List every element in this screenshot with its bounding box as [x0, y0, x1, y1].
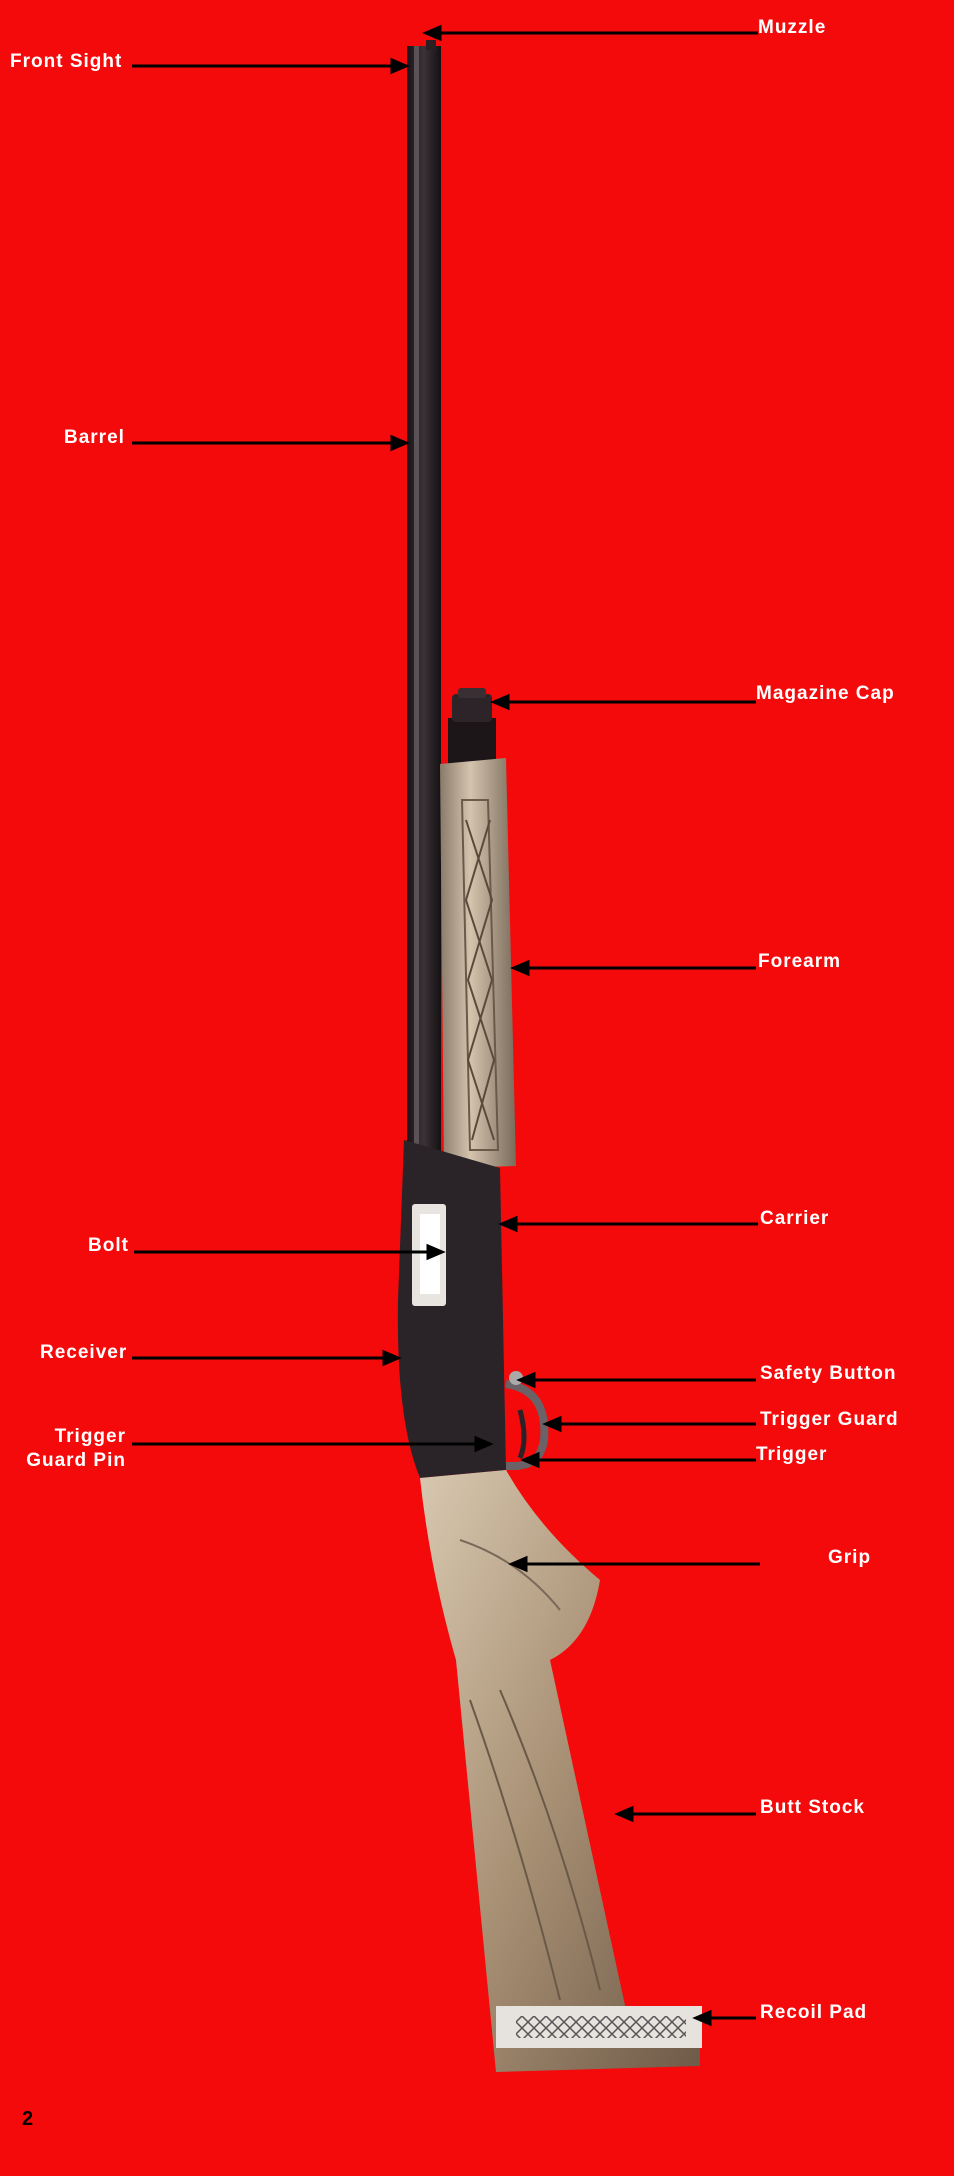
barrel-shape: [407, 40, 441, 1166]
label-trigger-guard-pin: Trigger Guard Pin: [20, 1425, 126, 1473]
label-trigger-guard-pin-line2: Guard Pin: [26, 1450, 126, 1471]
label-trigger-guard-pin-line1: Trigger: [54, 1426, 126, 1447]
label-recoil-pad: Recoil Pad: [760, 2002, 868, 2023]
trigger-guard-shape: [505, 1371, 549, 1470]
label-magazine-cap: Magazine Cap: [756, 683, 895, 704]
label-trigger-guard: Trigger Guard: [760, 1409, 899, 1430]
forearm-shape: [440, 758, 516, 1168]
label-butt-stock: Butt Stock: [760, 1797, 865, 1818]
label-barrel: Barrel: [64, 427, 125, 448]
receiver-shape: [397, 1140, 506, 1478]
label-grip: Grip: [828, 1547, 872, 1568]
page-number: 2: [22, 2108, 34, 2130]
label-bolt: Bolt: [88, 1235, 129, 1256]
label-front-sight: Front Sight: [10, 51, 123, 72]
label-forearm: Forearm: [758, 951, 842, 972]
label-carrier: Carrier: [760, 1208, 830, 1229]
label-muzzle: Muzzle: [758, 17, 827, 38]
label-receiver: Receiver: [40, 1342, 128, 1363]
label-safety-button: Safety Button: [760, 1363, 897, 1384]
magazine-cap-shape: [448, 688, 496, 768]
stock-shape: [420, 1470, 700, 2072]
recoil-pad-shape: [496, 2006, 702, 2048]
leader-lines: [132, 24, 760, 2027]
label-trigger: Trigger: [756, 1444, 828, 1465]
